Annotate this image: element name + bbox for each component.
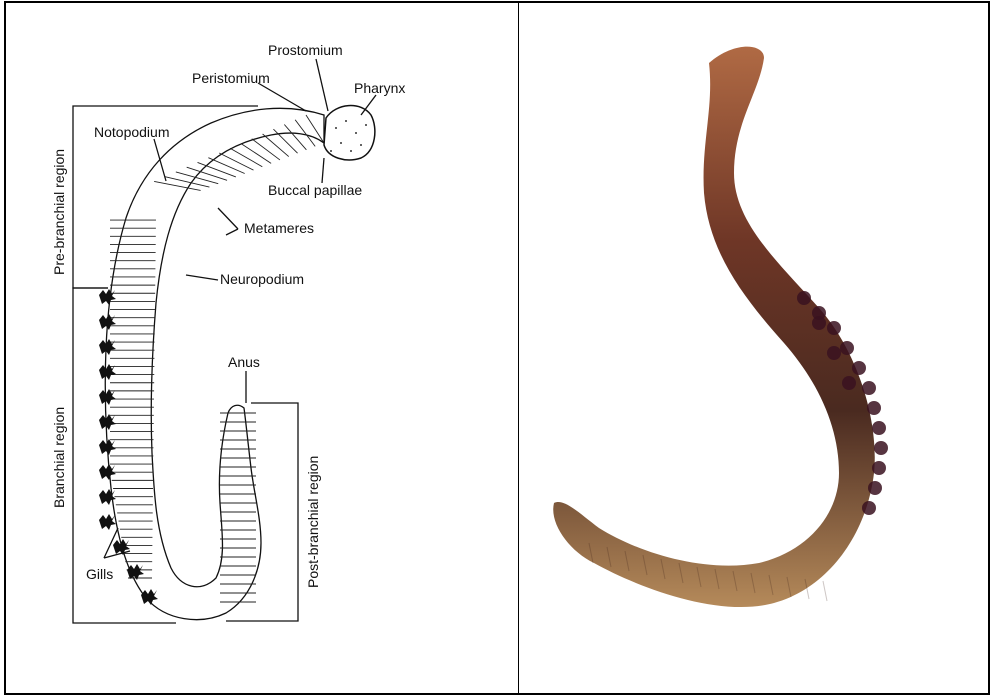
label-buccal-papillae: Buccal papillae — [268, 182, 362, 198]
label-pre-branchial-region: Pre-branchial region — [51, 149, 67, 275]
metamere-line — [198, 162, 236, 176]
photo-ring — [823, 581, 827, 601]
metamere-line — [154, 181, 200, 190]
metamere-line — [241, 143, 271, 163]
gill-tuft — [99, 289, 116, 305]
metamere-line — [263, 134, 289, 157]
photo-gill — [862, 501, 876, 515]
photo-gill — [842, 376, 856, 390]
photo-gill — [827, 321, 841, 335]
photo-gill — [867, 401, 881, 415]
label-branchial-region: Branchial region — [51, 407, 67, 508]
metamere-line — [219, 153, 253, 170]
label-prostomium: Prostomium — [268, 42, 343, 58]
gill-tuft — [99, 414, 116, 430]
metamere-line — [187, 167, 227, 180]
gill-tuft — [113, 539, 130, 555]
diagram-panel: Prostomium Peristomium Pharynx Notopodiu… — [4, 1, 520, 695]
metamere-line — [176, 172, 218, 184]
label-anus: Anus — [228, 354, 260, 370]
photo-panel — [518, 1, 990, 695]
metamere-line — [230, 148, 262, 167]
photo-gill — [797, 291, 811, 305]
label-peristomium: Peristomium — [192, 70, 270, 86]
metamere-line — [306, 115, 324, 143]
gill-tuft — [99, 339, 116, 355]
worm-diagram: Prostomium Peristomium Pharynx Notopodiu… — [6, 3, 520, 695]
photo-gill — [852, 361, 866, 375]
label-post-branchial-region: Post-branchial region — [305, 456, 321, 588]
metamere-line — [165, 177, 209, 187]
worm-photo — [519, 3, 990, 695]
label-metameres: Metameres — [244, 220, 314, 236]
metamere-line — [252, 139, 280, 160]
region-brackets — [73, 106, 298, 623]
label-gills: Gills — [86, 566, 113, 582]
photo-gill — [812, 316, 826, 330]
gill-tuft — [99, 389, 116, 405]
photo-gill — [840, 341, 854, 355]
metamere-line — [208, 158, 244, 174]
photo-gill — [874, 441, 888, 455]
worm-body — [553, 47, 875, 607]
photo-gill — [872, 421, 886, 435]
photo-gill — [862, 381, 876, 395]
label-pharynx: Pharynx — [354, 80, 405, 96]
photo-gill — [827, 346, 841, 360]
label-neuropodium: Neuropodium — [220, 271, 304, 287]
photo-gill — [872, 461, 886, 475]
gill-tuft — [141, 589, 158, 605]
gill-tuft — [99, 514, 116, 530]
photo-gill — [868, 481, 882, 495]
metamere-line — [284, 124, 306, 149]
label-notopodium: Notopodium — [94, 124, 170, 140]
